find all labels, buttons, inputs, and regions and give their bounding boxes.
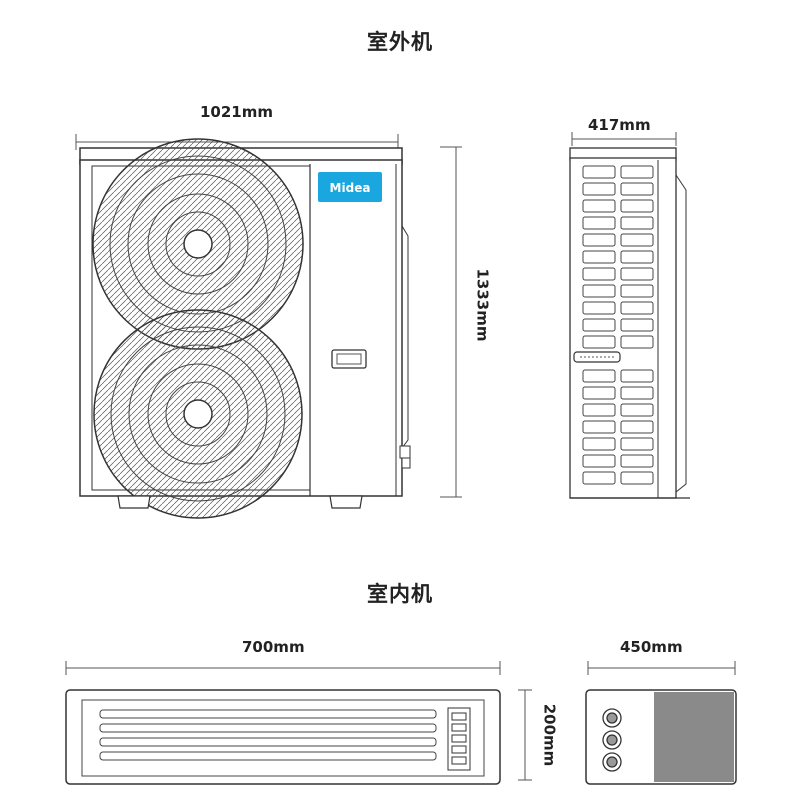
outdoor-unit-title: 室外机 xyxy=(367,30,433,54)
left-foot xyxy=(117,495,151,509)
svg-text:Midea: Midea xyxy=(330,181,371,195)
indoor-width-dimension-line xyxy=(65,661,501,675)
right-foot xyxy=(329,495,363,509)
indoor-height-dimension-line xyxy=(518,689,532,781)
outdoor-depth-dimension-line xyxy=(571,132,677,146)
pipe-ports-icon xyxy=(602,708,622,772)
indoor-depth-label: 450mm xyxy=(620,638,683,656)
outdoor-width-label: 1021mm xyxy=(200,103,274,121)
midea-logo: Midea xyxy=(318,172,382,202)
outdoor-depth-label: 417mm xyxy=(588,116,651,134)
indoor-unit-side-view xyxy=(585,689,737,785)
side-handle xyxy=(331,349,367,369)
indoor-width-label: 700mm xyxy=(242,638,305,656)
outdoor-unit-front-view: Midea xyxy=(79,138,411,519)
outdoor-unit-side-view xyxy=(569,147,690,499)
lower-fan-icon xyxy=(93,309,303,519)
side-handle-grip xyxy=(573,351,621,363)
indoor-depth-dimension-line xyxy=(587,661,736,675)
indoor-unit-title: 室内机 xyxy=(367,582,433,606)
indoor-control-panel xyxy=(447,707,471,771)
indoor-unit-front-view xyxy=(65,689,501,785)
outdoor-height-dimension-line xyxy=(440,146,462,498)
pipe-valve xyxy=(399,445,411,469)
